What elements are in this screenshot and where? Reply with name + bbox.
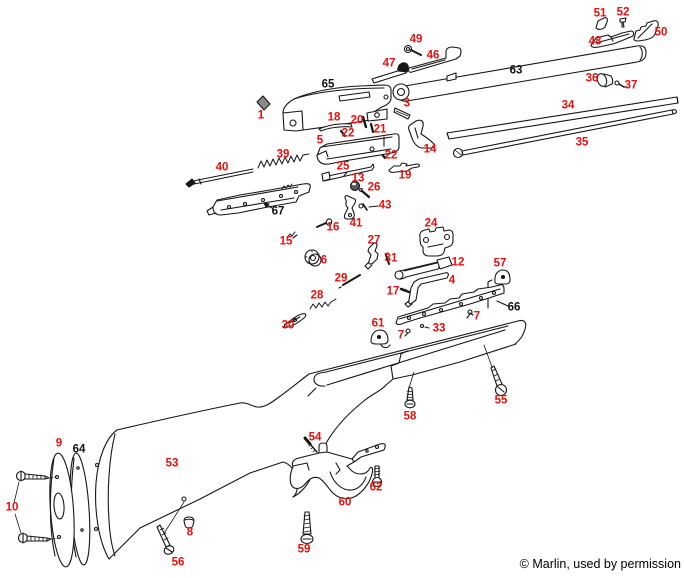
screw-59-drawing bbox=[301, 512, 313, 544]
buffer-13-drawing bbox=[351, 182, 360, 191]
pin-22a-drawing bbox=[341, 131, 345, 136]
hammer-drawing bbox=[420, 227, 453, 256]
pin-31-drawing bbox=[385, 253, 389, 264]
pin-20-drawing bbox=[363, 117, 366, 127]
flat-spring-18-drawing bbox=[319, 124, 352, 131]
screw-33-drawing bbox=[421, 325, 430, 329]
rear-sight-base-drawing bbox=[591, 31, 634, 47]
screw-54-drawing bbox=[305, 438, 317, 452]
buttplate-drawing bbox=[47, 452, 78, 567]
inner-magazine-tube-drawing bbox=[454, 110, 677, 158]
pin-21-drawing bbox=[371, 124, 373, 132]
pin-3-drawing bbox=[394, 108, 410, 119]
part-8-drawing bbox=[184, 517, 194, 528]
pin-1-drawing bbox=[257, 96, 270, 110]
part-19-drawing bbox=[389, 163, 419, 172]
rod-40-drawing bbox=[186, 169, 253, 187]
part-27-drawing bbox=[365, 243, 378, 269]
barrel-knob-screw-drawing bbox=[615, 81, 627, 87]
screw-16-drawing bbox=[317, 218, 333, 227]
screw-7b-drawing bbox=[405, 329, 410, 336]
trigger-plate-drawing bbox=[396, 285, 508, 325]
lifter-14-drawing bbox=[409, 120, 435, 148]
sear-41-drawing bbox=[344, 196, 355, 219]
sight-screw-drawing bbox=[620, 18, 626, 27]
outer-magazine-tube-drawing bbox=[447, 97, 678, 139]
stock-drawing bbox=[95, 320, 526, 559]
front-sight-ramp-drawing bbox=[409, 47, 461, 72]
copyright-notice: © Marlin, used by permission bbox=[519, 557, 681, 571]
buttplate-screws-drawing bbox=[14, 471, 58, 543]
grommet-57-drawing bbox=[488, 270, 510, 308]
barrel-drawing bbox=[393, 46, 646, 101]
sight-elevator-drawing bbox=[634, 21, 658, 41]
pin-17-drawing bbox=[401, 288, 409, 292]
part-30-drawing bbox=[284, 314, 305, 328]
trigger-guard-drawing bbox=[290, 443, 385, 499]
front-sight-blade-drawing bbox=[372, 63, 408, 83]
barrel-knob-drawing bbox=[596, 72, 613, 87]
part-12-drawing bbox=[395, 257, 452, 279]
charging-handle-drawing bbox=[322, 164, 374, 181]
pin-26-drawing bbox=[360, 189, 369, 197]
part-15-drawing bbox=[287, 232, 297, 238]
screw-7a-drawing bbox=[467, 310, 473, 318]
spring-28-drawing bbox=[310, 299, 336, 309]
screw-62-drawing bbox=[373, 466, 382, 487]
screw-56-drawing bbox=[157, 525, 175, 556]
part-43-drawing bbox=[359, 204, 378, 210]
part-4-drawing bbox=[405, 273, 448, 307]
bolt-drawing bbox=[317, 134, 399, 164]
screw-55-drawing bbox=[484, 345, 507, 396]
action-assembly-drawing bbox=[207, 184, 310, 215]
rod-29-drawing bbox=[339, 275, 360, 288]
screw-58-drawing bbox=[405, 372, 415, 408]
knob-6-drawing bbox=[305, 250, 321, 266]
sight-clip-drawing bbox=[596, 18, 607, 30]
recoil-spring-drawing bbox=[258, 154, 309, 168]
grommet-61-drawing bbox=[371, 330, 390, 348]
front-sight-screw-drawing bbox=[405, 46, 422, 56]
